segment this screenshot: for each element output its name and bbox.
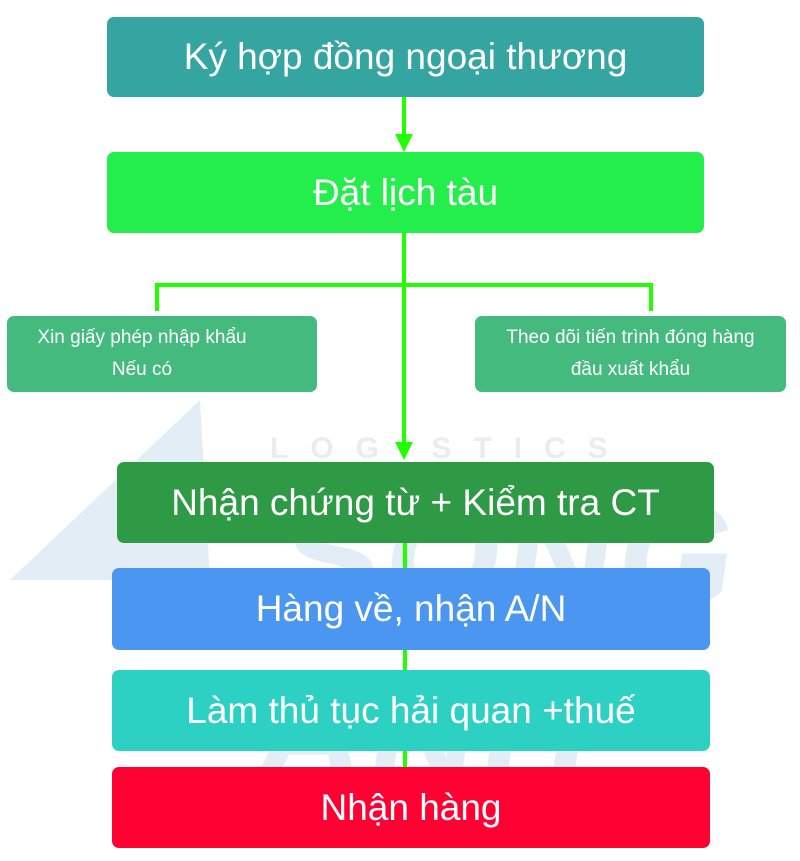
- connector: [155, 283, 159, 311]
- step-receive-goods: Nhận hàng: [112, 767, 710, 848]
- connector: [403, 650, 407, 671]
- step-sign-contract: Ký hợp đồng ngoại thương: [107, 17, 704, 97]
- step-customs: Làm thủ tục hải quan +thuế: [112, 670, 710, 751]
- step-arrival-notice: Hàng về, nhận A/N: [112, 568, 710, 650]
- connector: [155, 283, 653, 287]
- step-receive-documents: Nhận chứng từ + Kiểm tra CT: [117, 462, 714, 543]
- branch-line: Theo dõi tiến trình đóng hàng: [506, 327, 755, 348]
- connector: [649, 283, 653, 311]
- step-book-vessel: Đặt lịch tàu: [107, 152, 704, 233]
- connector: [403, 543, 407, 569]
- watermark-logistics: LOGISTICS: [270, 432, 630, 465]
- connector: [403, 751, 407, 768]
- branch-track-packing: Theo dõi tiến trình đóng hàng đầu xuất k…: [475, 316, 786, 392]
- connector: [402, 233, 406, 445]
- branch-import-license: Xin giấy phép nhập khẩu Nếu có: [7, 316, 317, 392]
- branch-line: đầu xuất khẩu: [570, 359, 691, 380]
- branch-line: Nếu có: [111, 359, 173, 380]
- arrow-head: [395, 134, 413, 152]
- connector: [402, 97, 406, 137]
- branch-line: Xin giấy phép nhập khẩu: [37, 327, 247, 348]
- arrow-head: [395, 442, 413, 460]
